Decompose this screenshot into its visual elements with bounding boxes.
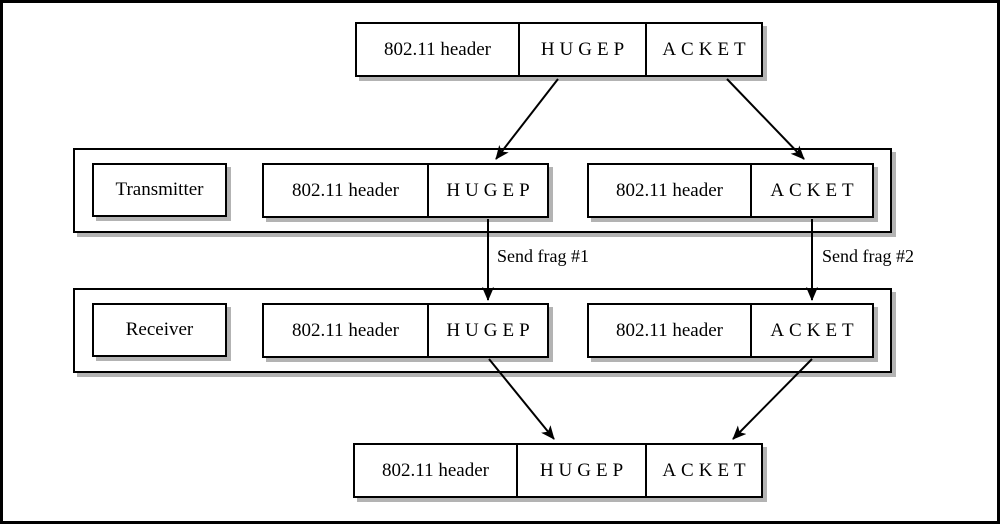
packet-header-segment: 802.11 header (382, 459, 489, 481)
frame-payload-segment: ACKET (750, 305, 872, 356)
receiver-label-box: Receiver (92, 303, 227, 357)
receiver-frame-1: 802.11 header HUGEP (262, 303, 549, 358)
packet-frag1-segment: HUGEP (516, 445, 645, 496)
transmitter-frame-1: 802.11 header HUGEP (262, 163, 549, 218)
packet-frag2-segment: ACKET (645, 24, 761, 75)
frame-payload-segment: HUGEP (427, 305, 547, 356)
receiver-label: Receiver (125, 319, 194, 340)
bottom-packet: 802.11 header HUGEP ACKET (353, 443, 763, 498)
top-packet: 802.11 header HUGEP ACKET (355, 22, 763, 77)
packet-frag1-segment: HUGEP (518, 24, 645, 75)
frame-header-segment: 802.11 header (616, 319, 723, 341)
frame-payload-segment: ACKET (750, 165, 872, 216)
packet-frag2-segment: ACKET (645, 445, 761, 496)
transmitter-label: Transmitter (115, 179, 204, 200)
transmitter-frame-2: 802.11 header ACKET (587, 163, 874, 218)
frame-header-segment: 802.11 header (292, 319, 399, 341)
frame-header-segment: 802.11 header (616, 179, 723, 201)
frame-header-segment: 802.11 header (292, 179, 399, 201)
send-frag-2-label: Send frag #2 (822, 246, 914, 266)
receiver-frame-2: 802.11 header ACKET (587, 303, 874, 358)
packet-header-segment: 802.11 header (384, 38, 491, 60)
send-frag-1-label: Send frag #1 (497, 246, 589, 266)
transmitter-label-box: Transmitter (92, 163, 227, 217)
frame-payload-segment: HUGEP (427, 165, 547, 216)
